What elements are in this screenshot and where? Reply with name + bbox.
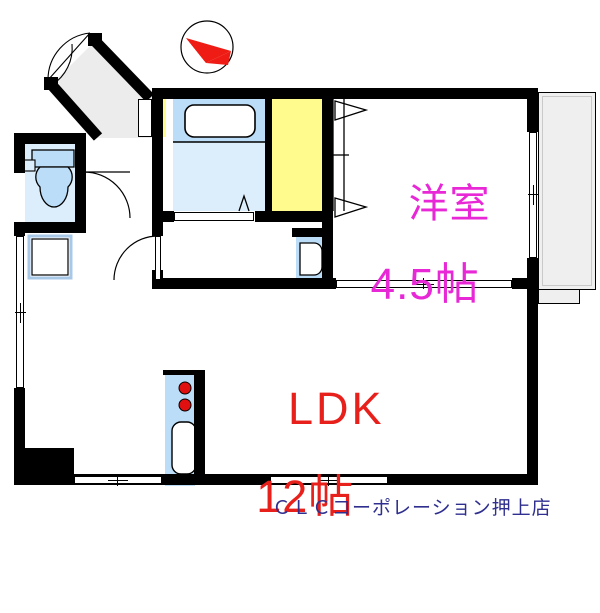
sliding-door-center	[414, 284, 434, 285]
balcony-outline-inner	[542, 96, 592, 286]
sliding-door-mullion	[423, 278, 424, 289]
wall-left-toilet-top	[14, 133, 86, 144]
balcony-fill	[538, 92, 596, 290]
room-label-youshitsu: 洋室 4.5帖	[360, 143, 490, 390]
room-label-ldk: LDK 12帖	[226, 340, 385, 611]
washbasin-fill	[296, 236, 322, 278]
wall-kitchen-right	[194, 370, 205, 475]
toilet-door-arc	[83, 171, 131, 219]
wall-left-toilet-bottom	[14, 222, 86, 233]
floor-plan: 洋室 4.5帖 LDK 12帖 ＣＬＣコーポレーション押上店	[14, 20, 596, 520]
balcony-outline	[538, 92, 596, 290]
entrance-inner-door	[138, 99, 152, 137]
ldk-name: LDK	[288, 382, 385, 434]
window-left-center	[20, 303, 21, 323]
entrance-door-arc	[47, 32, 91, 86]
wall-kitchen-top	[163, 370, 205, 375]
wall-youshitsu-bottom-right	[512, 278, 538, 289]
wall-hall-top-mid	[255, 211, 333, 222]
wall-hall-right	[322, 211, 333, 289]
balcony-outline-lower	[538, 290, 580, 304]
footer-company-label: ＣＬＣコーポレーション押上店	[272, 498, 552, 519]
wall-left-toilet-side	[14, 133, 25, 173]
wall-right-upper	[527, 88, 538, 132]
hall-door-panel	[155, 236, 161, 280]
entrance-wall-stub-a	[88, 33, 102, 46]
wall-left-lower	[14, 388, 25, 485]
bathtub-zone-fill	[173, 99, 265, 142]
wall-right-bottom	[527, 303, 538, 485]
wall-bath-right	[265, 88, 272, 211]
kitchen-counter-fill	[165, 372, 195, 486]
toilet-room-fill	[25, 144, 82, 222]
wall-hall-bottom	[152, 278, 333, 289]
youshitsu-name: 洋室	[408, 181, 491, 226]
wall-hall-left	[152, 222, 163, 236]
wall-left-bottom-block	[14, 448, 74, 485]
wall-left-toilet-right	[75, 133, 86, 233]
youshitsu-size: 4.5帖	[370, 260, 480, 310]
entrance-angled-walls	[45, 36, 154, 141]
bath-door-opening	[174, 212, 254, 221]
wall-top	[152, 88, 538, 99]
wall-bath-left	[152, 88, 163, 211]
wall-youshitsu-bottom-left	[322, 278, 336, 289]
window-bottom-left-center	[108, 480, 128, 481]
window-balcony-center	[533, 185, 534, 205]
window-small-square	[27, 234, 73, 280]
wall-left-mid	[14, 222, 25, 236]
compass-north-arrow	[180, 20, 234, 74]
balcony-fill-lower	[538, 290, 580, 303]
wall-hall-top-left	[152, 211, 174, 222]
window-bottom-right-center	[319, 480, 339, 481]
wall-closet-right	[322, 88, 333, 211]
entrance-wall-stub-b	[44, 77, 58, 90]
ldk-size: 12帖	[256, 470, 355, 522]
wall-washbasin-top	[292, 228, 324, 237]
